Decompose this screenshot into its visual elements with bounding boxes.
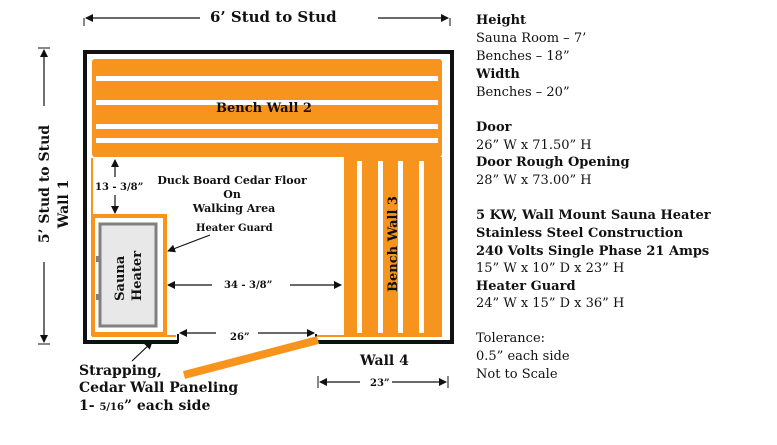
spec-door-size: 26” W x 71.50” H xyxy=(476,138,592,153)
dim-23-label: 23” xyxy=(370,378,390,389)
spec-door-heading: Door xyxy=(476,120,512,135)
spec-heater-line2: Stainless Steel Construction xyxy=(476,226,684,241)
dim-13-label: 13 - 3/8” xyxy=(95,182,143,193)
dim-top-label: 6’ Stud to Stud xyxy=(210,8,337,26)
strapping-size: 1- 5/16” each side xyxy=(79,398,210,414)
bench-wall-3-label: Bench Wall 3 xyxy=(386,196,401,292)
dim-34-label: 34 - 3/8” xyxy=(224,280,272,291)
spec-rough-heading: Door Rough Opening xyxy=(476,155,630,170)
heater-label: Sauna Heater xyxy=(113,251,145,301)
spec-height-heading: Height xyxy=(476,13,526,28)
spec-heater-line1: 5 KW, Wall Mount Sauna Heater xyxy=(476,208,711,223)
spec-rough-size: 28” W x 73.00” H xyxy=(476,173,592,188)
sauna-heater xyxy=(98,222,158,328)
dim-left-label: 5’ Stud to Stud xyxy=(37,125,53,243)
floor-label: Duck Board Cedar Floor On Walking Area xyxy=(157,174,310,215)
wall-1-label: Wall 1 xyxy=(56,180,72,230)
wall-4-label: Wall 4 xyxy=(359,353,409,369)
spec-heater-line3: 240 Volts Single Phase 21 Amps xyxy=(476,244,709,259)
spec-benches-height: Benches – 18” xyxy=(476,49,570,64)
spec-scale-note: Not to Scale xyxy=(476,367,558,382)
spec-tolerance: Tolerance: xyxy=(476,331,545,346)
spec-list: Height Sauna Room – 7’ Benches – 18” Wid… xyxy=(475,13,711,382)
bench-wall-3 xyxy=(344,157,442,337)
dim-26-label: 26” xyxy=(230,332,250,343)
heater-guard-label: Heater Guard xyxy=(196,223,273,234)
bench-wall-2 xyxy=(92,59,442,157)
spec-sauna-room: Sauna Room – 7’ xyxy=(476,31,586,46)
spec-guard-size: 24” W x 15” D x 36” H xyxy=(476,296,624,311)
spec-heater-size: 15” W x 10” D x 23” H xyxy=(476,261,624,276)
spec-guard-heading: Heater Guard xyxy=(476,279,576,294)
strapping-note: Strapping, Cedar Wall Paneling xyxy=(79,363,238,396)
spec-benches-width: Benches – 20” xyxy=(476,85,570,100)
door xyxy=(182,336,320,379)
spec-width-heading: Width xyxy=(475,67,520,82)
spec-tolerance-value: 0.5” each side xyxy=(476,349,570,364)
bench-wall-2-label: Bench Wall 2 xyxy=(216,101,312,116)
